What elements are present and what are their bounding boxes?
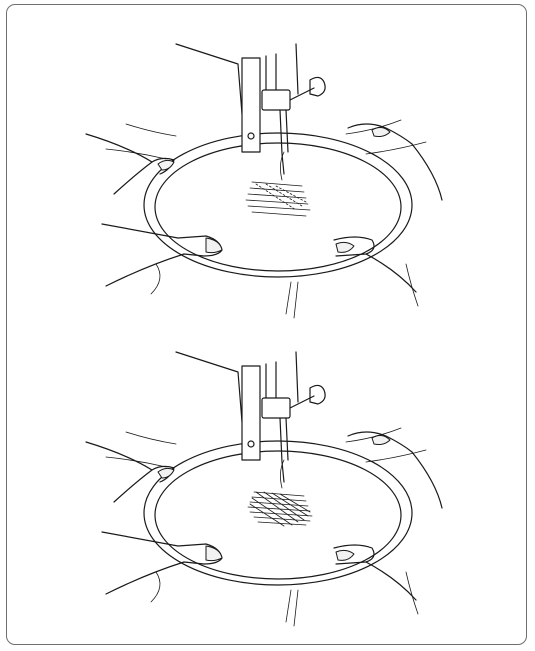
- right-hand: [334, 124, 442, 292]
- embroidery-hoop: [144, 441, 412, 585]
- stitch-pattern-partial: [246, 182, 310, 216]
- hoop-illustration-2: [66, 332, 466, 632]
- fabric-folds: [106, 428, 426, 626]
- needle-assembly: [242, 362, 325, 488]
- fabric-folds: [106, 120, 426, 318]
- hoop-panel-step-2: [66, 332, 466, 632]
- embroidery-hoop: [144, 133, 412, 277]
- right-hand: [334, 432, 442, 600]
- hoop-panel-step-1: [66, 24, 466, 324]
- stitch-pattern-complete: [248, 492, 312, 526]
- hoop-illustration-1: [66, 24, 466, 324]
- needle-assembly: [242, 54, 325, 180]
